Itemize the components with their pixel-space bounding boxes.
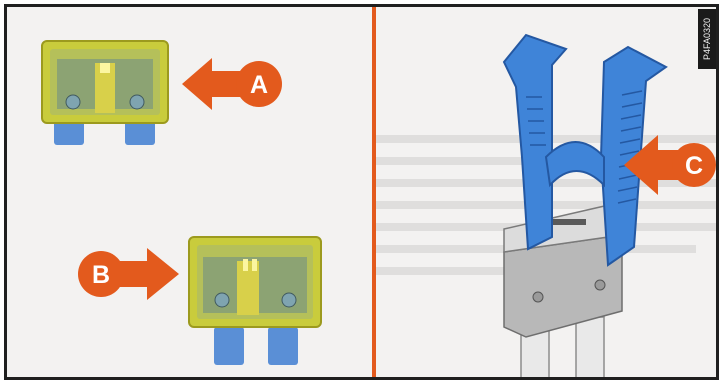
fuse-icon — [504, 202, 622, 379]
fuse-icon — [42, 41, 168, 145]
callout-c-label: C — [685, 152, 703, 180]
illustration-frame: A B — [4, 4, 719, 380]
fuse-comparison-panel: A B — [7, 7, 372, 377]
callout-a-label: A — [250, 71, 268, 99]
fuse-puller-svg: C — [376, 7, 719, 380]
fuse-puller-panel: C P4FA0320 — [376, 7, 716, 377]
blown-fuse-icon — [189, 237, 321, 365]
reference-code: P4FA0320 — [698, 9, 716, 69]
callout-b-label: B — [92, 261, 110, 289]
fuse-comparison-svg: A B — [7, 7, 372, 380]
